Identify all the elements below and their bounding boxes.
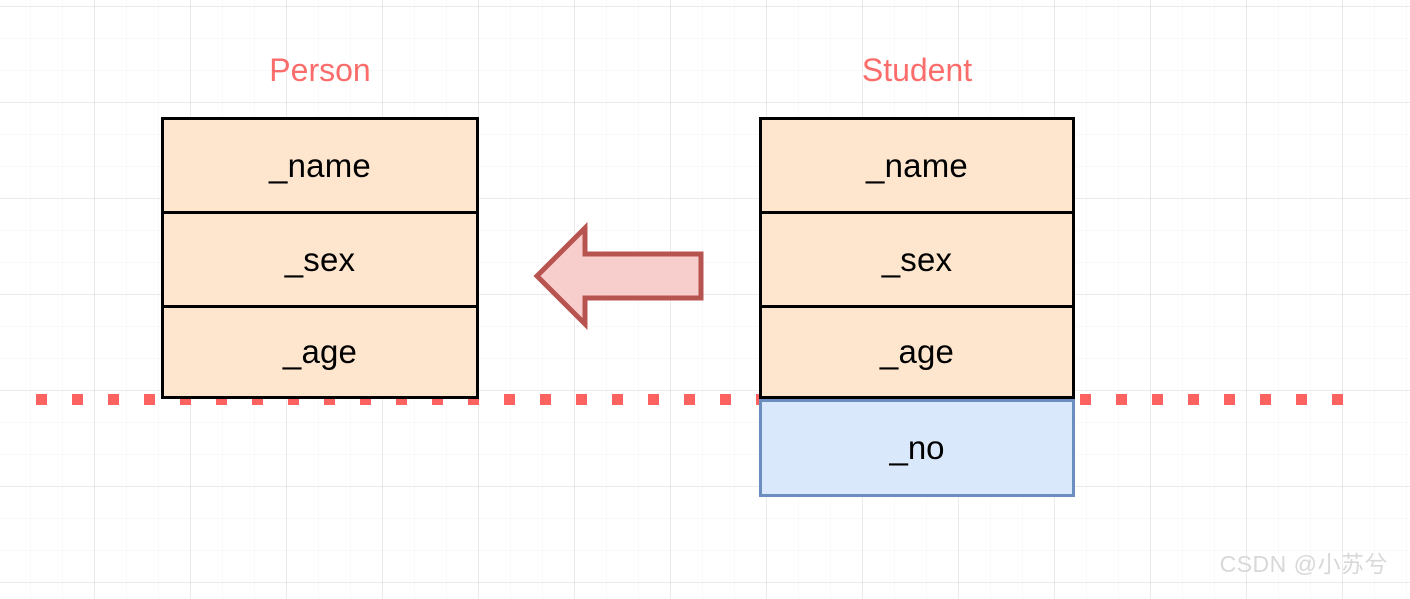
class-box-person: _name _sex _age bbox=[161, 117, 479, 399]
field-row: _name bbox=[759, 117, 1075, 211]
dotted-separator-line bbox=[36, 394, 1356, 405]
field-row: _sex bbox=[161, 211, 479, 305]
inheritance-arrow-icon bbox=[533, 221, 704, 331]
field-row: _age bbox=[759, 305, 1075, 399]
field-row: _age bbox=[161, 305, 479, 399]
class-box-student: _name _sex _age bbox=[759, 117, 1075, 399]
class-title-student: Student bbox=[861, 52, 973, 88]
watermark: CSDN @小苏兮 bbox=[1219, 551, 1388, 577]
field-row-derived-no: _no bbox=[759, 399, 1075, 497]
class-title-person: Person bbox=[269, 52, 371, 88]
field-row: _name bbox=[161, 117, 479, 211]
field-row: _sex bbox=[759, 211, 1075, 305]
